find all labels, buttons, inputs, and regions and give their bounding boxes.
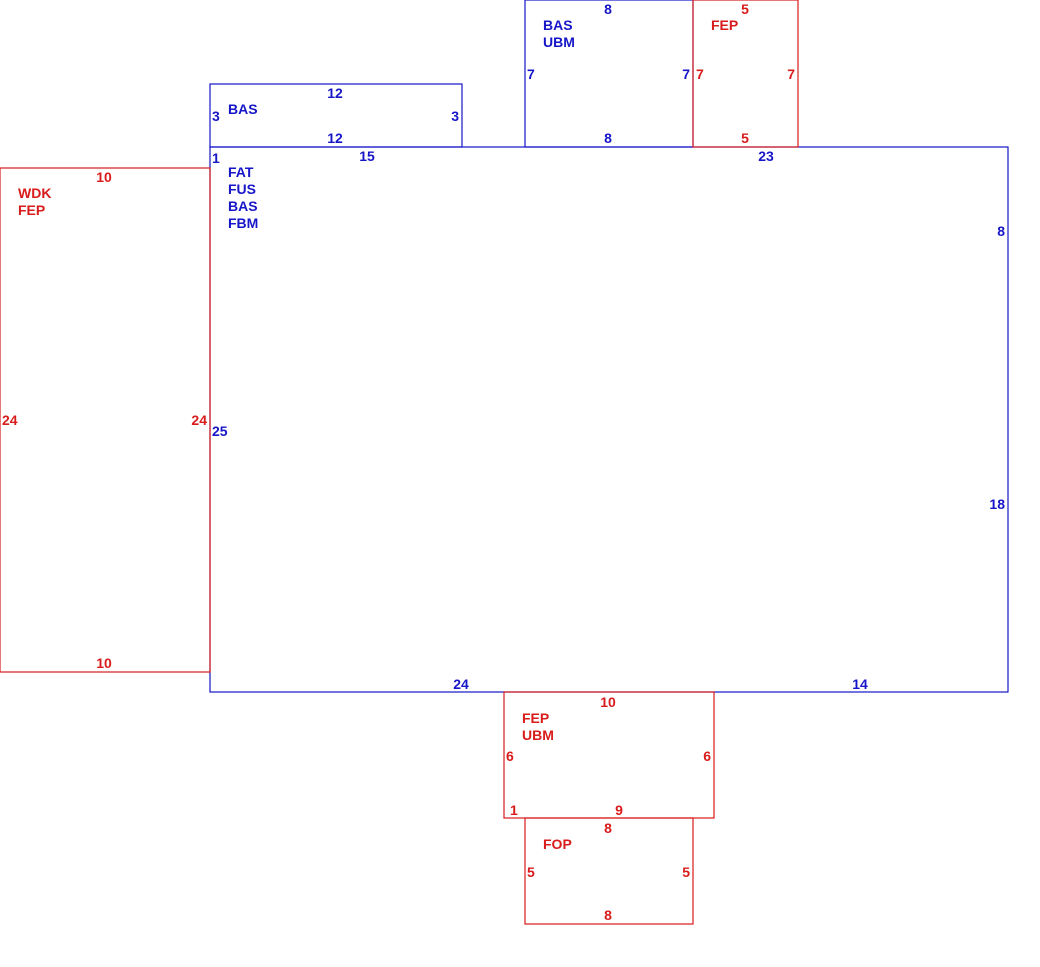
area-code: UBM — [543, 34, 575, 50]
area-code: WDK — [18, 185, 51, 201]
area-code: FEP — [18, 202, 45, 218]
dimension-label: 24 — [191, 412, 207, 428]
dimension-label: 3 — [451, 108, 459, 124]
bas-ubm-area: BAS UBM 8 8 7 7 — [524, 0, 694, 148]
area-code: FAT — [228, 164, 254, 180]
main-area: FAT FUS BAS FBM 15 23 8 18 24 14 25 1 — [209, 146, 1009, 693]
bas-small-area: BAS 12 12 3 3 — [209, 83, 463, 148]
dimension-label: 3 — [212, 108, 220, 124]
wdk-fep-area: WDK FEP 10 10 24 24 — [0, 167, 211, 673]
dimension-label: 5 — [527, 864, 535, 880]
dimension-label: 8 — [604, 907, 612, 923]
dimension-label: 5 — [682, 864, 690, 880]
dimension-label: 14 — [852, 676, 868, 692]
area-code: BAS — [228, 101, 258, 117]
dimension-label: 8 — [604, 1, 612, 17]
dimension-label: 10 — [96, 169, 112, 185]
fep-top-outline — [692, 0, 799, 148]
dimension-label: 6 — [506, 748, 514, 764]
dimension-label: 8 — [604, 820, 612, 836]
fop-area: FOP 8 8 5 5 — [524, 817, 694, 925]
dimension-label: 23 — [758, 148, 774, 164]
dimension-label: 24 — [2, 412, 18, 428]
dimension-label: 18 — [989, 496, 1005, 512]
dimension-label: 7 — [682, 66, 690, 82]
dimension-label: 8 — [997, 223, 1005, 239]
dimension-label: 15 — [359, 148, 375, 164]
area-code: FEP — [711, 17, 738, 33]
dimension-label: 7 — [696, 66, 704, 82]
fep-ubm-area: FEP UBM 10 9 6 6 1 — [503, 691, 715, 819]
dimension-label: 1 — [212, 150, 220, 166]
fep-top-area: FEP 5 5 7 7 — [692, 0, 799, 148]
dimension-label: 7 — [527, 66, 535, 82]
area-code: BAS — [228, 198, 258, 214]
bas-small-outline — [209, 83, 463, 148]
dimension-label: 5 — [741, 1, 749, 17]
dimension-label: 12 — [327, 130, 343, 146]
area-code: FEP — [522, 710, 549, 726]
main-outline — [209, 146, 1009, 693]
dimension-label: 7 — [787, 66, 795, 82]
area-code: FUS — [228, 181, 256, 197]
area-code: UBM — [522, 727, 554, 743]
area-code: BAS — [543, 17, 573, 33]
area-code: FOP — [543, 836, 572, 852]
dimension-label: 8 — [604, 130, 612, 146]
dimension-label: 6 — [703, 748, 711, 764]
dimension-label: 10 — [600, 694, 616, 710]
fop-outline — [524, 817, 694, 925]
dimension-label: 25 — [212, 423, 228, 439]
dimension-label: 5 — [741, 130, 749, 146]
wdk-fep-outline — [0, 167, 211, 673]
dimension-label: 9 — [615, 802, 623, 818]
dimension-label: 10 — [96, 655, 112, 671]
dimension-label: 12 — [327, 85, 343, 101]
dimension-label: 24 — [453, 676, 469, 692]
area-code: FBM — [228, 215, 258, 231]
dimension-label: 1 — [510, 802, 518, 818]
